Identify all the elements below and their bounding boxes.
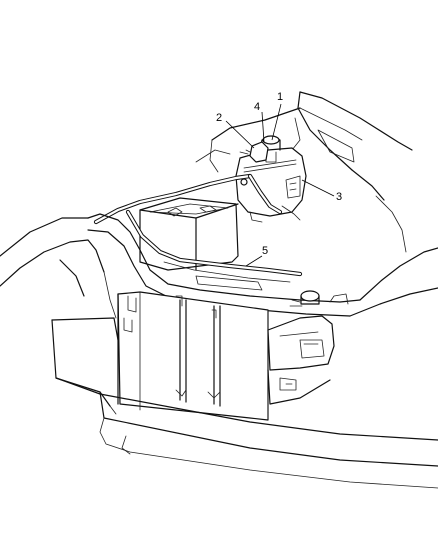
washer-hose xyxy=(93,173,303,277)
cowl-panel xyxy=(195,107,301,173)
washer-reservoir xyxy=(235,135,307,223)
leader-5 xyxy=(245,255,263,267)
bumper-frame xyxy=(51,317,438,489)
callout-2: 2 xyxy=(216,112,222,124)
right-fender-outline xyxy=(291,91,413,201)
callout-4: 4 xyxy=(254,101,260,113)
leader-2 xyxy=(225,120,255,149)
leader-1 xyxy=(271,103,282,141)
radiator-cap xyxy=(289,290,320,307)
grille-panel xyxy=(117,291,269,421)
leader-4 xyxy=(261,111,265,143)
right-headlamp-area xyxy=(267,315,335,405)
washer-pump xyxy=(239,141,269,163)
callout-3: 3 xyxy=(336,191,342,203)
leader-3 xyxy=(301,179,335,197)
callout-1: 1 xyxy=(277,91,283,103)
callout-leaders xyxy=(225,103,335,267)
callout-5: 5 xyxy=(262,245,268,257)
right-apron xyxy=(329,195,438,317)
left-fender-outline xyxy=(0,217,117,319)
